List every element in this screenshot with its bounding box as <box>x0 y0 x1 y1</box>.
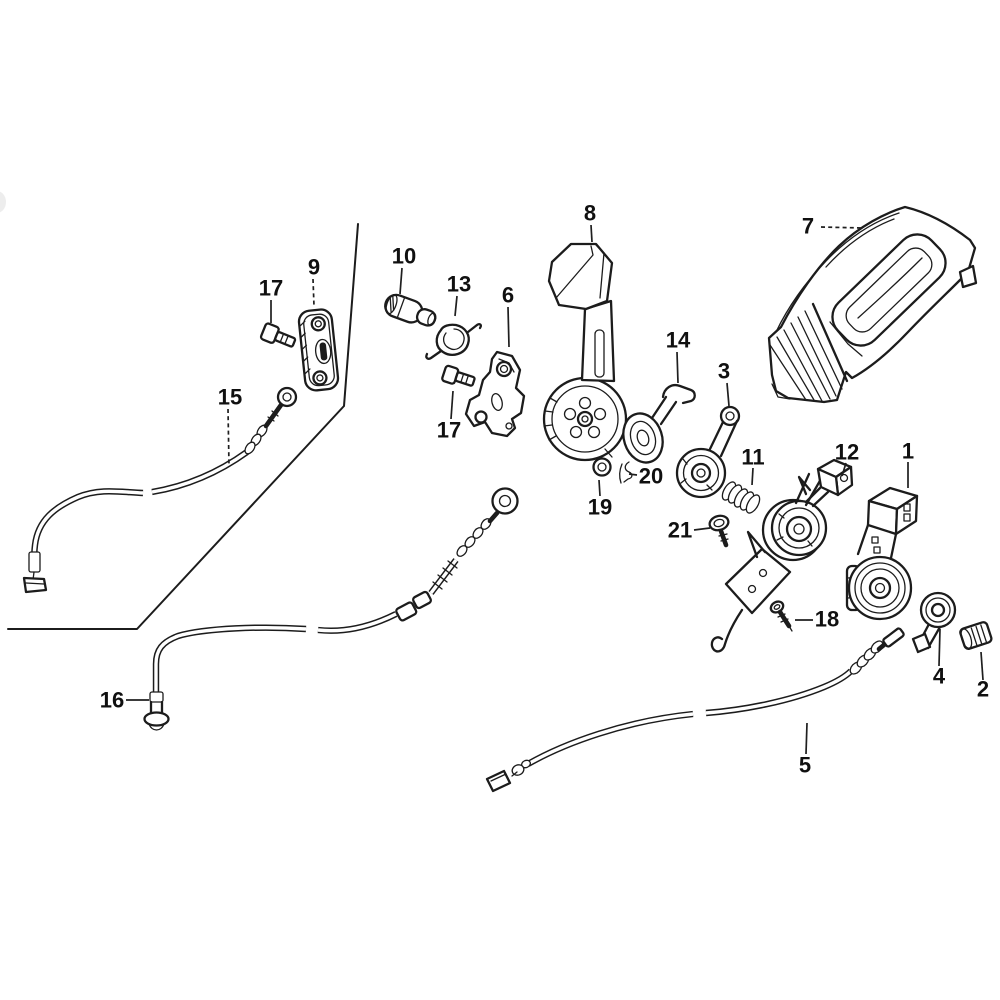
callout-leader-6 <box>507 306 510 348</box>
callout-leader-20 <box>628 473 638 476</box>
callout-leader-21 <box>693 527 711 531</box>
part-15-throttle-cable <box>22 386 298 594</box>
callout-label-1: 1 <box>902 439 914 464</box>
part-8-throttle-lever <box>542 242 628 462</box>
callout-label-11: 11 <box>741 445 764 470</box>
callout-label-12: 12 <box>835 440 859 465</box>
cover-ribs <box>769 302 849 402</box>
callout-label-16: 16 <box>100 688 124 713</box>
callout-label-13: 13 <box>447 272 471 297</box>
callout-leader-17b <box>450 390 454 420</box>
control-base-assembly <box>710 472 828 653</box>
callout-label-15: 15 <box>218 385 242 410</box>
frame-border <box>7 223 359 630</box>
callout-label-6: 6 <box>502 283 514 308</box>
callout-leader-19 <box>598 479 601 497</box>
callout-leader-15 <box>227 408 230 467</box>
callout-label-21: 21 <box>668 518 692 543</box>
part-20-clip <box>618 461 633 484</box>
callout-leader-3 <box>726 382 730 407</box>
callout-label-2: 2 <box>977 677 989 702</box>
callout-leader-2 <box>980 651 984 681</box>
part-4-pivot-arm <box>911 591 957 654</box>
callout-label-20: 20 <box>639 464 663 489</box>
part-17-bolt-lower <box>441 364 476 387</box>
part-14-choke-arm <box>622 384 696 464</box>
callout-label-7: 7 <box>802 214 814 239</box>
callout-label-19: 19 <box>588 495 612 520</box>
part-17-bolt-left <box>259 322 297 348</box>
part-11-spring <box>721 481 761 514</box>
part-19-washer <box>592 457 612 477</box>
part-1-control-assembly <box>845 486 919 621</box>
part-2-bushing <box>959 621 993 650</box>
callout-leader-8 <box>590 224 593 243</box>
part-6-bracket <box>464 350 526 438</box>
callout-label-8: 8 <box>584 201 596 226</box>
scan-artifact <box>0 191 6 213</box>
callout-label-10: 10 <box>392 244 416 269</box>
callout-label-9: 9 <box>308 255 320 280</box>
part-5-throttle-cable <box>485 627 905 793</box>
callout-label-5: 5 <box>799 753 811 778</box>
callout-leader-4 <box>938 628 941 667</box>
callout-leader-12 <box>841 462 847 477</box>
part-7-control-cover <box>767 205 978 404</box>
callout-label-14: 14 <box>666 328 691 353</box>
callout-label-18: 18 <box>815 607 839 632</box>
callout-label-3: 3 <box>718 359 730 384</box>
callout-leader-13 <box>454 295 458 317</box>
part-12-cable-holder <box>804 458 854 508</box>
part-21-screw <box>708 514 730 548</box>
part-16-choke-cable <box>143 487 519 731</box>
callout-label-4: 4 <box>933 664 946 689</box>
callout-label-17b: 17 <box>437 418 461 443</box>
callout-leader-14 <box>676 351 679 384</box>
part-9-guide-plate <box>297 308 340 392</box>
part-10-pin <box>384 293 437 327</box>
callout-leader-7 <box>820 226 864 229</box>
part-18-screw <box>769 600 793 632</box>
callout-leader-10 <box>399 267 403 295</box>
part-13-return-spring <box>425 323 482 360</box>
callout-leader-5 <box>805 722 808 755</box>
callout-leader-9 <box>312 278 315 307</box>
callout-label-17a: 17 <box>259 276 283 301</box>
callout-leader-11 <box>751 467 754 486</box>
part-3-throttle-arm <box>675 405 741 499</box>
